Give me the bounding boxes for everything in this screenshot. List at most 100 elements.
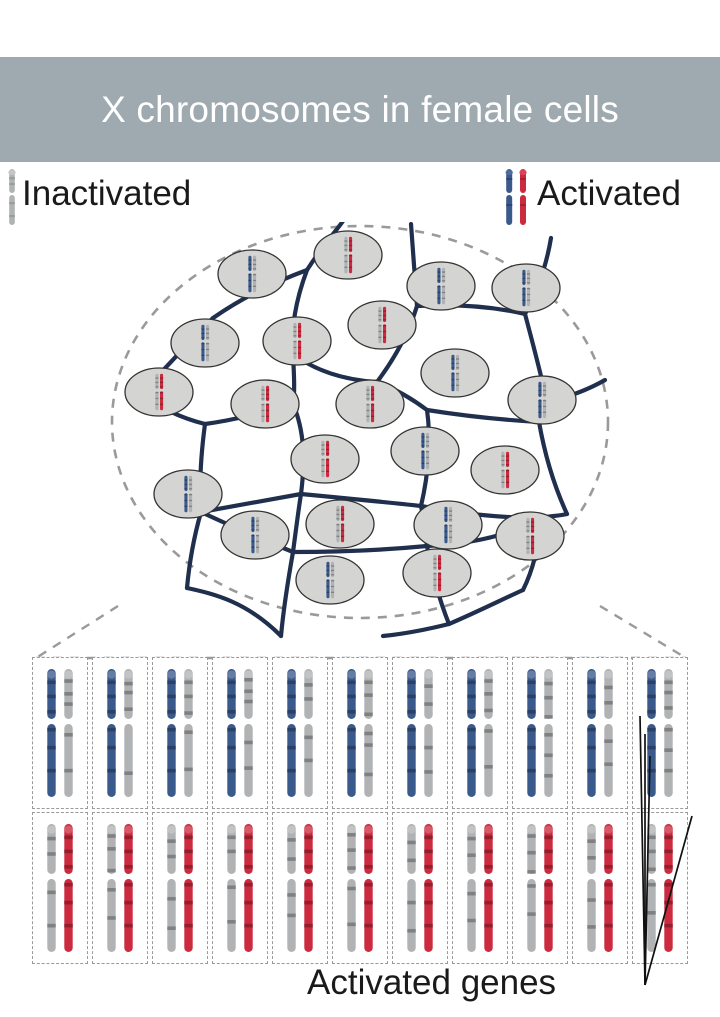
cell-2 bbox=[313, 230, 383, 280]
chromosome-inactive-gray bbox=[347, 824, 356, 952]
cell-8 bbox=[124, 367, 194, 417]
funnel-line-left bbox=[35, 604, 119, 660]
chromosome-pair-panel[interactable] bbox=[92, 657, 148, 809]
legend-activated-label: Activated bbox=[537, 174, 681, 213]
chromosome-pair-panel[interactable] bbox=[332, 657, 388, 809]
chromosome-pair-panel[interactable] bbox=[272, 657, 328, 809]
chromosome-pair-panel[interactable] bbox=[152, 657, 208, 809]
chromosome-active-blue bbox=[467, 669, 476, 797]
chromosome-active-blue bbox=[287, 669, 296, 797]
chromosome-inactive-gray bbox=[244, 669, 253, 797]
cell-19 bbox=[413, 500, 483, 550]
chromosome-active-red bbox=[424, 824, 433, 952]
title-bar: X chromosomes in female cells bbox=[0, 57, 720, 162]
chromosome-inactive-gray bbox=[407, 824, 416, 952]
chromosome-pair-panel[interactable] bbox=[572, 657, 628, 809]
cell-14 bbox=[390, 426, 460, 476]
legend-inactivated-label: Inactivated bbox=[22, 174, 192, 213]
chromosome-inactive-gray bbox=[364, 669, 373, 797]
cell-4 bbox=[491, 263, 561, 313]
chromosome-inactive-gray bbox=[544, 669, 553, 797]
cell-12 bbox=[507, 375, 577, 425]
nuclei-group bbox=[124, 230, 577, 605]
chromosome-inactive-gray bbox=[664, 669, 673, 797]
chromosome-active-blue bbox=[227, 669, 236, 797]
chromosome-active-red bbox=[484, 824, 493, 952]
cell-17 bbox=[220, 510, 290, 560]
cell-7 bbox=[347, 300, 417, 350]
chromosome-inactive-gray bbox=[167, 824, 176, 952]
chromosome-inactive-gray bbox=[107, 824, 116, 952]
chromosome-pair-panel[interactable] bbox=[272, 812, 328, 964]
chromosome-pair-panel[interactable] bbox=[32, 812, 88, 964]
chromosome-pair-panel[interactable] bbox=[32, 657, 88, 809]
cell-1 bbox=[217, 249, 287, 299]
cell-3 bbox=[406, 261, 476, 311]
chromosome-pair-panel[interactable] bbox=[392, 812, 448, 964]
chromosome-pair-panel[interactable] bbox=[572, 812, 628, 964]
chromosome-pair-panel[interactable] bbox=[452, 657, 508, 809]
chromosome-active-red bbox=[544, 824, 553, 952]
chromosome-active-red bbox=[604, 824, 613, 952]
chromosome-row-blue bbox=[0, 657, 720, 809]
chromosome-active-blue bbox=[107, 669, 116, 797]
chromosome-active-red bbox=[124, 824, 133, 952]
chromosome-active-red bbox=[244, 824, 253, 952]
chromosome-inactive-gray bbox=[124, 669, 133, 797]
chromosome-pair-panel[interactable] bbox=[452, 812, 508, 964]
cell-11 bbox=[420, 348, 490, 398]
chromosome-pair-panel[interactable] bbox=[92, 812, 148, 964]
page-title: X chromosomes in female cells bbox=[101, 88, 619, 130]
cell-9 bbox=[230, 379, 300, 429]
chromosome-active-blue bbox=[647, 669, 656, 797]
chromosome-inactive-gray bbox=[287, 824, 296, 952]
cell-22 bbox=[402, 548, 472, 598]
chromosome-active-blue bbox=[347, 669, 356, 797]
chromosome-active-red bbox=[184, 824, 193, 952]
chromosome-active-red bbox=[664, 824, 673, 952]
chromosome-inactive-gray bbox=[227, 824, 236, 952]
chromosome-gray-icon bbox=[8, 169, 16, 225]
chromosome-pair-panel[interactable] bbox=[632, 812, 688, 964]
chromosome-active-red bbox=[364, 824, 373, 952]
tissue-circle bbox=[110, 222, 610, 639]
chromosome-active-blue bbox=[47, 669, 56, 797]
cell-16 bbox=[153, 469, 223, 519]
chromosome-active-blue bbox=[407, 669, 416, 797]
chromosome-row-red bbox=[0, 812, 720, 964]
chromosome-inactive-gray bbox=[604, 669, 613, 797]
chromosome-pair-panel[interactable] bbox=[152, 812, 208, 964]
cell-15 bbox=[470, 445, 540, 495]
cell-18 bbox=[305, 499, 375, 549]
cell-5 bbox=[170, 318, 240, 368]
chromosome-pair-panel[interactable] bbox=[212, 812, 268, 964]
chromosome-inactive-gray bbox=[424, 669, 433, 797]
chromosome-inactive-gray bbox=[587, 824, 596, 952]
chromosome-inactive-gray bbox=[184, 669, 193, 797]
chromosome-inactive-gray bbox=[647, 824, 656, 952]
cell-13 bbox=[290, 434, 360, 484]
chromosome-pair-panel[interactable] bbox=[332, 812, 388, 964]
chromosome-active-blue bbox=[167, 669, 176, 797]
chromosome-pair-panel[interactable] bbox=[632, 657, 688, 809]
chromosome-pair-panel[interactable] bbox=[392, 657, 448, 809]
cell-6 bbox=[262, 316, 332, 366]
activated-genes-label: Activated genes bbox=[307, 963, 557, 1002]
tissue-boundary-dashed bbox=[110, 224, 610, 620]
cell-20 bbox=[495, 511, 565, 561]
chromosome-pair-panel[interactable] bbox=[512, 812, 568, 964]
chromosome-active-blue bbox=[587, 669, 596, 797]
funnel-line-right bbox=[599, 604, 687, 660]
chromosome-inactive-gray bbox=[64, 669, 73, 797]
chromosome-inactive-gray bbox=[47, 824, 56, 952]
chromosome-pair-color-icon bbox=[505, 169, 527, 225]
chromosome-active-red bbox=[304, 824, 313, 952]
chromosome-active-red bbox=[64, 824, 73, 952]
chromosome-inactive-gray bbox=[304, 669, 313, 797]
chromosome-pair-panel[interactable] bbox=[212, 657, 268, 809]
chromosome-inactive-gray bbox=[467, 824, 476, 952]
chromosome-inactive-gray bbox=[484, 669, 493, 797]
chromosome-pair-panel[interactable] bbox=[512, 657, 568, 809]
cell-10 bbox=[335, 379, 405, 429]
